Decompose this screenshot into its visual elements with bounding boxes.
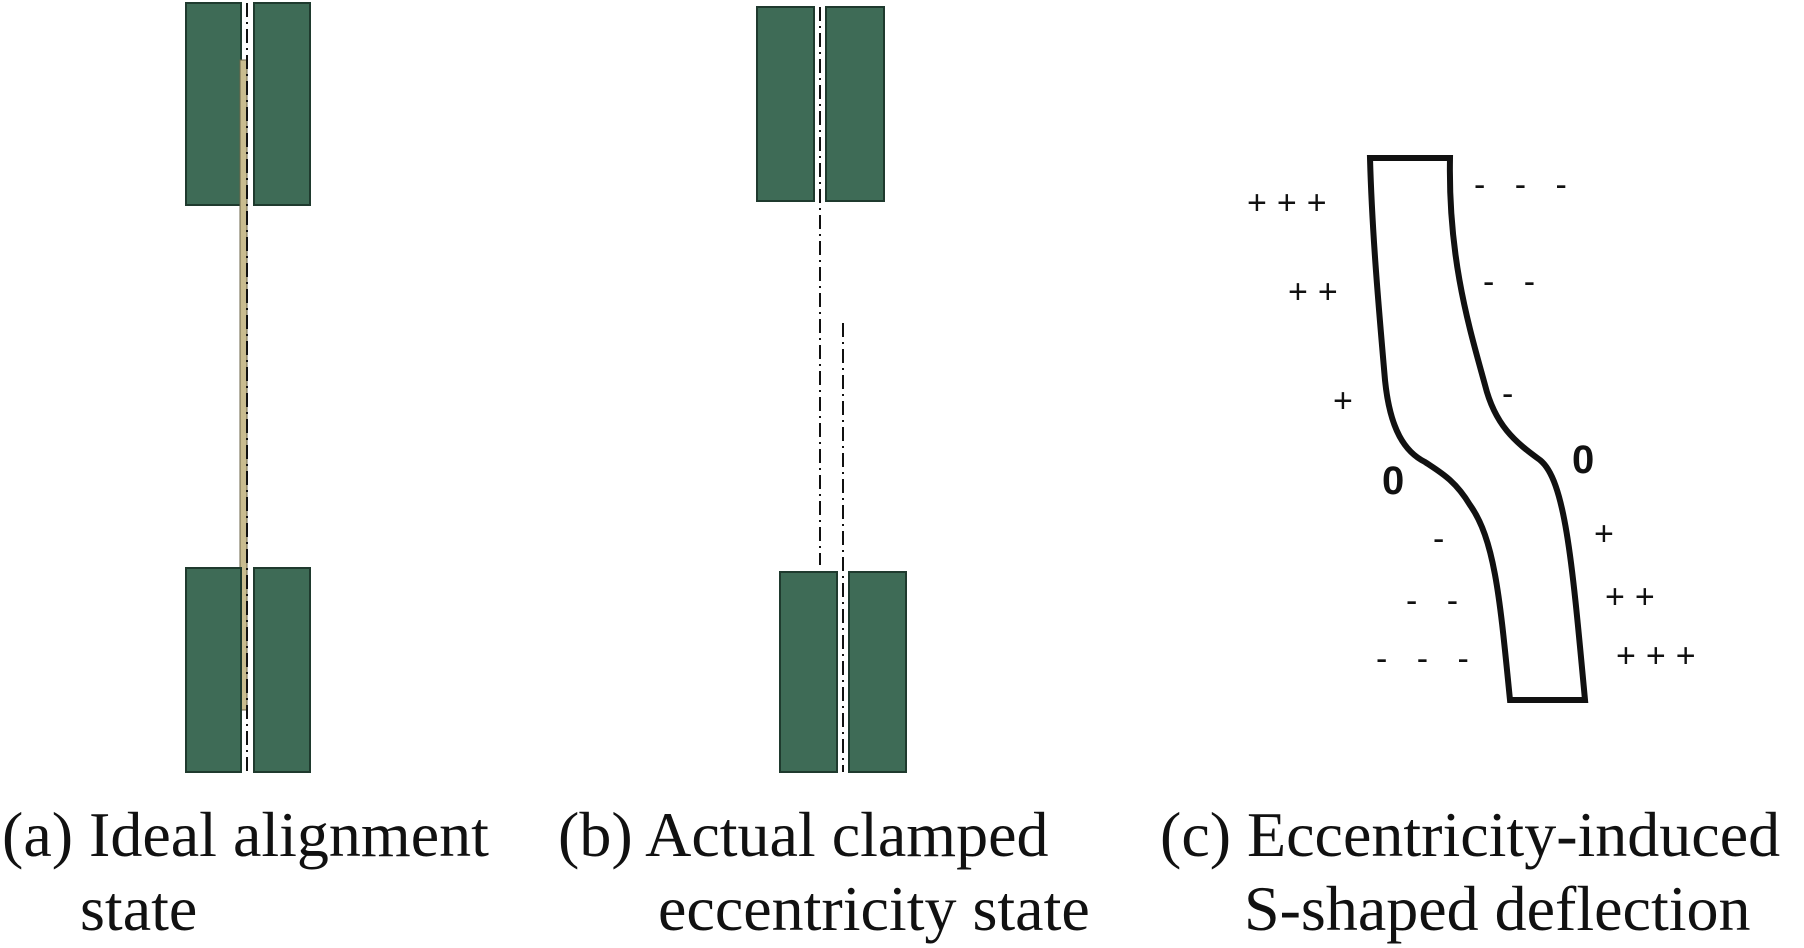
panel-b-upper-clamp-left-jaw [756,6,815,202]
panel-b-diagram [756,6,907,773]
panel-c-sign-left-lower-3: - - - [1376,640,1479,678]
panel-b-upper-clamp-right-jaw [825,6,885,202]
panel-c-sign-right-lower-2: ++ [1605,578,1665,616]
panel-a-diagram [185,2,311,773]
panel-c-caption-line2: S-shaped deflection [1244,873,1751,944]
panel-c-sign-left-upper-2: ++ [1288,273,1348,311]
panel-c-sign-right-upper-1: - - - [1474,166,1577,204]
panel-a-lower-clamp-right-jaw [253,567,311,773]
panel-a-caption-line1: (a) Ideal alignment [2,799,489,870]
panel-a-specimen [239,59,248,711]
panel-a-upper-clamp-left-jaw [185,2,242,206]
panel-c-sign-left-upper-1: +++ [1247,184,1337,222]
panel-c-s-shaped-specimen [1366,155,1589,703]
panel-b-lower-clamp-left-jaw [779,571,838,773]
panel-b-caption-line2: eccentricity state [658,873,1090,944]
panel-c-diagram: +++ ++ + - - - - - - 0 0 - - - - - - + +… [1247,155,1706,703]
panel-c-zero-left: 0 [1382,459,1404,503]
panel-c-sign-right-upper-2: - - [1483,263,1545,301]
panel-c-sign-right-lower-1: + [1594,515,1624,553]
panel-b-caption-line1: (b) Actual clamped [558,799,1049,870]
panel-a-caption-line2: state [80,873,198,944]
panel-c-caption-line1: (c) Eccentricity-induced [1160,799,1781,870]
panel-c-sign-left-lower-1: - [1433,520,1454,558]
panel-b-lower-clamp-right-jaw [848,571,907,773]
panel-c-sign-right-upper-3: - [1502,375,1523,413]
panel-c-zero-right: 0 [1572,438,1594,482]
panel-c-sign-left-lower-2: - - [1406,582,1468,620]
panel-c-sign-right-lower-3: +++ [1616,637,1706,675]
panel-a-lower-clamp-left-jaw [185,567,242,773]
panel-c-sign-left-upper-3: + [1333,382,1363,420]
panel-a-upper-clamp-right-jaw [253,2,311,206]
